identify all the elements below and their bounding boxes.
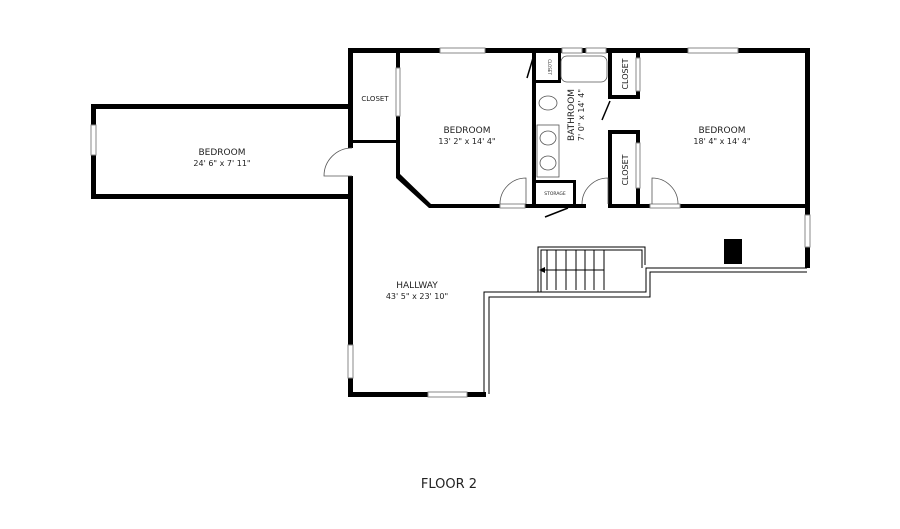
toilet xyxy=(538,95,558,111)
room-dimensions: 24' 6" x 7' 11" xyxy=(193,159,250,168)
room-name: HALLWAY xyxy=(396,281,438,291)
closet-label: CLOSET xyxy=(621,154,630,185)
bathtub xyxy=(560,55,608,83)
doors xyxy=(323,57,679,218)
bathroom-fixtures xyxy=(536,55,608,178)
closet-label: CLOSET xyxy=(361,95,389,103)
room-dimensions: 18' 4" x 14' 4" xyxy=(693,137,750,146)
stair-direction-arrow-icon xyxy=(539,267,545,273)
walls xyxy=(90,47,811,398)
storage-label: STORAGE xyxy=(544,191,566,197)
room-name: BEDROOM xyxy=(199,148,246,158)
room-name: BEDROOM xyxy=(444,126,491,136)
room-name: BATHROOM xyxy=(567,89,577,141)
room-name: BEDROOM xyxy=(699,126,746,136)
railing xyxy=(483,267,807,394)
sink xyxy=(539,155,557,171)
room-dimensions: 7' 0" x 14' 4" xyxy=(577,89,586,141)
room-dimensions: 43' 5" x 23' 10" xyxy=(386,292,448,301)
closet-label: CLOSET xyxy=(547,59,552,75)
room-dimensions: 13' 2" x 14' 4" xyxy=(438,137,495,146)
floor-label: FLOOR 2 xyxy=(421,477,477,492)
closet-label: CLOSET xyxy=(621,58,630,89)
staircase xyxy=(537,246,646,292)
sink xyxy=(539,130,557,146)
